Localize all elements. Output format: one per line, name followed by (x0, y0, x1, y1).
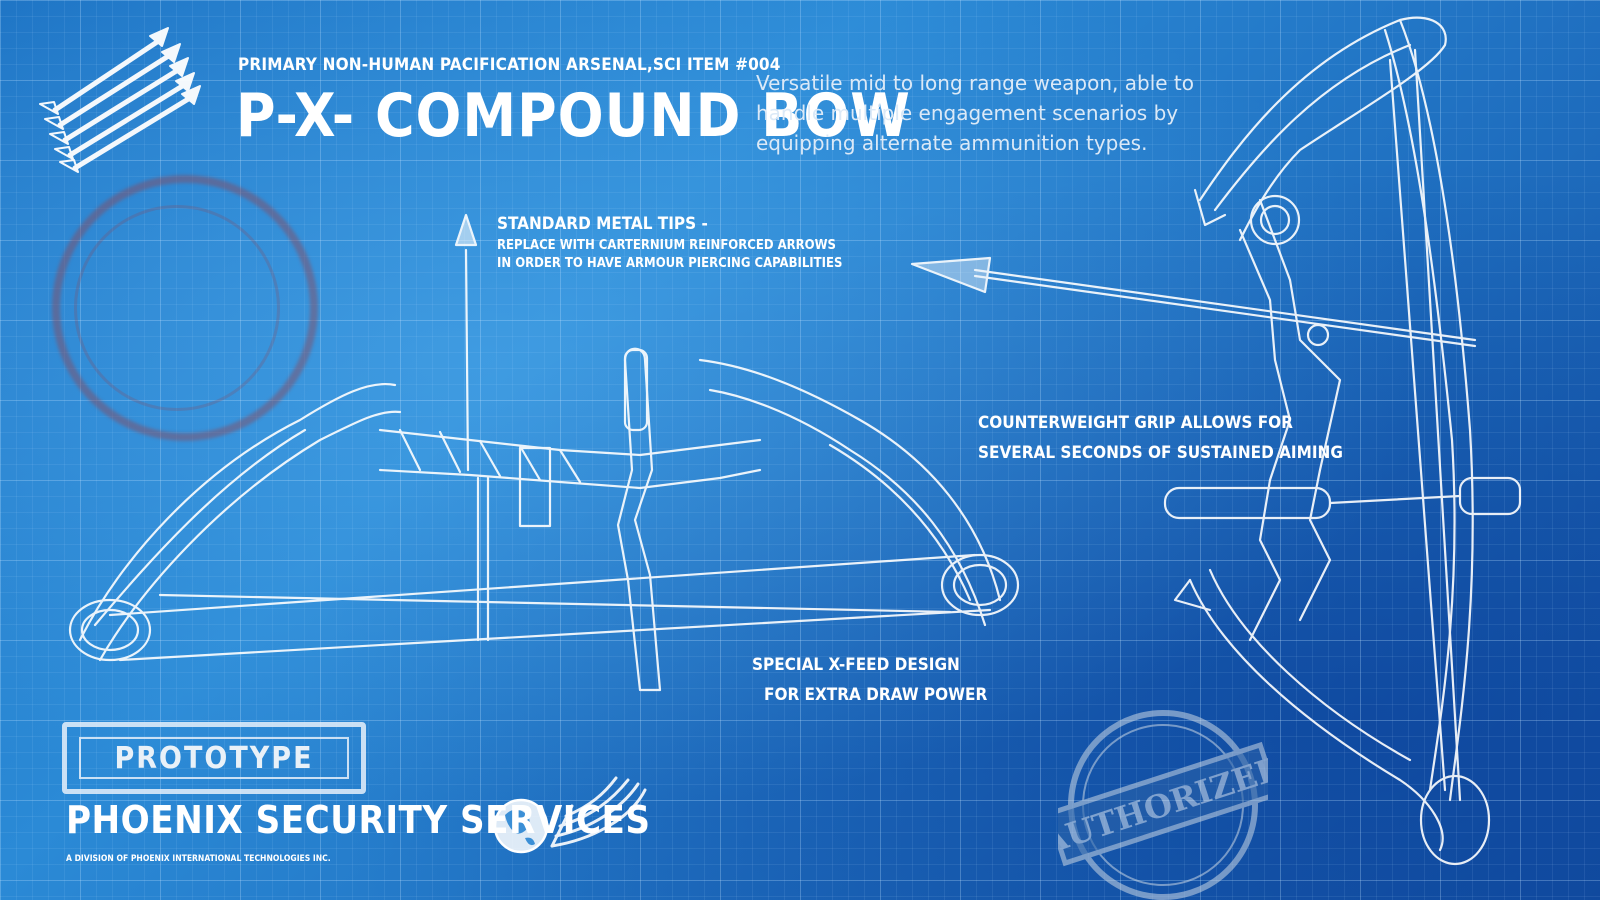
grip-line-1: COUNTERWEIGHT GRIP ALLOWS FOR (978, 413, 1293, 433)
coffee-stain-inner (74, 205, 280, 411)
x-feed-line-1: SPECIAL X-FEED DESIGN (752, 655, 960, 675)
authorized-stamp: AUTHORIZED (1058, 710, 1268, 900)
metal-tips-line-1: REPLACE WITH CARTERNIUM REINFORCED ARROW… (497, 237, 836, 253)
page-title: P-X- COMPOUND BOW (236, 81, 911, 151)
left-bow-drawing (68, 213, 1020, 692)
coffee-stain (52, 175, 318, 441)
counterweight-grip-note: COUNTERWEIGHT GRIP ALLOWS FOR SEVERAL SE… (978, 408, 1343, 468)
x-feed-note: SPECIAL X-FEED DESIGN FOR EXTRA DRAW POW… (752, 650, 987, 710)
page-subtitle: PRIMARY NON-HUMAN PACIFICATION ARSENAL,S… (238, 55, 781, 75)
globe-icon (493, 798, 549, 854)
metal-tips-line-2: IN ORDER TO HAVE ARMOUR PIERCING CAPABIL… (497, 256, 843, 272)
metal-tips-heading: STANDARD METAL TIPS - (497, 214, 708, 234)
metal-tips-note: STANDARD METAL TIPS - REPLACE WITH CARTE… (497, 212, 842, 274)
grip-line-2: SEVERAL SECONDS OF SUSTAINED AIMING (978, 443, 1343, 463)
x-feed-line-2: FOR EXTRA DRAW POWER (764, 685, 988, 705)
wing-icon (550, 776, 647, 848)
right-bow-drawing (910, 16, 1522, 866)
weapon-description: Versatile mid to long range weapon, able… (756, 71, 1194, 155)
prototype-stamp-label: PROTOTYPE (79, 737, 349, 779)
arrows-bundle-icon (39, 27, 201, 173)
company-name: PHOENIX SECURITY SERVICES (66, 798, 651, 842)
prototype-stamp: PROTOTYPE (62, 722, 366, 794)
division-line: A DIVISION OF PHOENIX INTERNATIONAL TECH… (66, 854, 331, 864)
